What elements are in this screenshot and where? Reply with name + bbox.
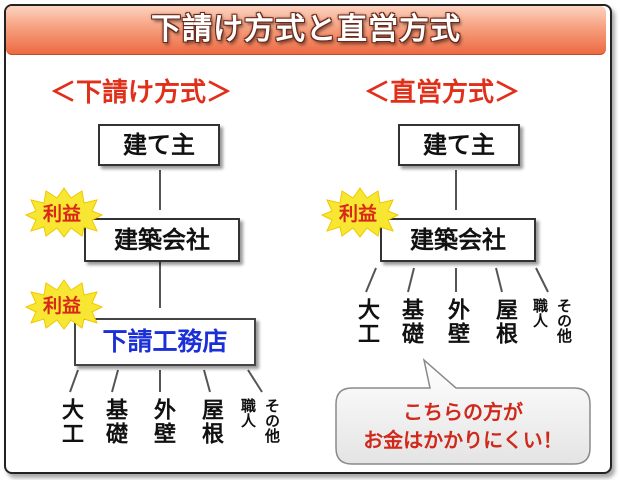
line-right-trade-1 — [365, 267, 377, 293]
line-right-trade-5 — [535, 267, 549, 293]
profit-burst-icon — [320, 187, 400, 238]
right-profit-label: 利益 — [339, 203, 378, 225]
left-profit-label-1: 利益 — [43, 203, 82, 225]
callout-line-1: こちらの方が — [403, 400, 523, 424]
line-left-trade-4 — [203, 369, 211, 393]
left-heading: ＜下請け方式＞ — [50, 78, 233, 108]
line-left-trade-5 — [247, 369, 263, 393]
right-trade-foundation: 基礎 — [398, 298, 423, 346]
right-heading: ＜直営方式＞ — [364, 78, 521, 108]
left-trade-others: その他 — [263, 398, 281, 443]
right-trade-exterior-wall: 外壁 — [444, 298, 469, 346]
title-banner — [6, 6, 606, 55]
right-owner-box: 建て主 — [398, 124, 520, 166]
callout-text: こちらの方が お金はかかりにくい！ — [338, 398, 588, 454]
profit-burst-icon — [24, 187, 104, 238]
right-trade-others: その他 — [555, 298, 573, 343]
line-left-trade-2 — [111, 369, 119, 393]
left-trade-carpentry: 大工 — [58, 398, 83, 446]
left-owner-box: 建て主 — [98, 124, 220, 166]
right-trade-craftsmen: 職人 — [531, 298, 549, 328]
left-trade-craftsmen: 職人 — [239, 398, 257, 428]
left-trade-foundation: 基礎 — [102, 398, 127, 446]
left-company-box: 建築会社 — [84, 218, 240, 262]
right-trade-roof: 屋根 — [492, 298, 517, 346]
line-right-trade-4 — [495, 267, 503, 293]
right-trade-carpentry: 大工 — [354, 298, 379, 346]
left-subcontractor-box: 下請工務店 — [74, 318, 256, 366]
profit-burst-icon — [24, 279, 104, 330]
callout-line-2: お金はかかりにくい！ — [363, 428, 563, 452]
left-trade-roof: 屋根 — [198, 398, 223, 446]
left-profit-label-2: 利益 — [43, 295, 82, 317]
left-trade-exterior-wall: 外壁 — [150, 398, 175, 446]
line-right-trade-2 — [407, 267, 415, 293]
right-company-box: 建築会社 — [380, 218, 536, 262]
line-left-trade-1 — [69, 369, 79, 393]
page-title: 下請け方式と直営方式 — [151, 12, 461, 47]
